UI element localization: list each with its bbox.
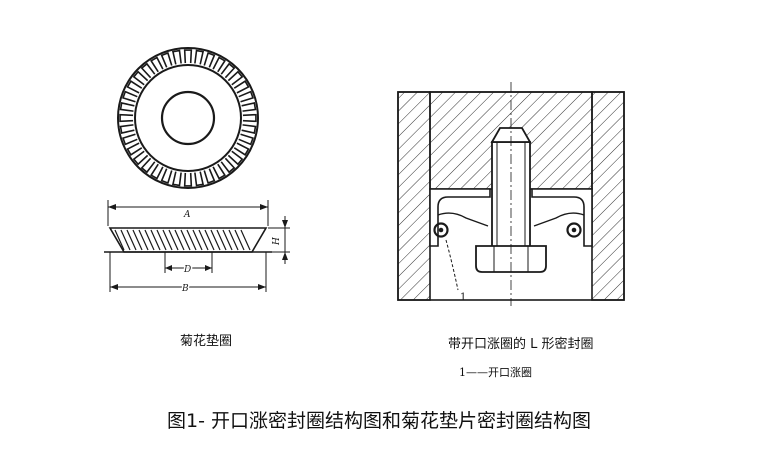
washer-teeth [119,49,257,187]
washer-tooth [242,113,257,123]
left-wall [397,91,431,301]
washer-tooth [241,124,257,135]
washer-tooth [233,80,250,94]
washer-serration [138,229,149,251]
washer-tooth [126,142,143,156]
dim-label-d: D [183,265,191,275]
figure-title: 图1- 开口涨密封圈结构图和菊花垫片密封圈结构图 [167,410,591,432]
washer-tooth [233,142,250,156]
washer-tooth [122,133,138,146]
washer-tooth [220,157,236,174]
washer-tooth [203,168,216,184]
right-wall [591,91,625,301]
washer-serration [144,229,155,251]
washer-serration [192,229,203,251]
washer-top-view [117,47,259,189]
washer-serration [222,229,233,251]
washer-tooth [227,70,244,86]
washer-side-view [104,200,290,292]
washer-outer-ring [117,47,259,189]
washer-serration [210,229,221,251]
washer-inner-ring [134,64,242,172]
washer-serrations [114,229,251,251]
washer-tooth [140,62,156,79]
washer-serration [174,229,185,251]
washer-tooth [119,113,134,123]
washer-tooth [119,124,135,135]
caption-chrysanthemum-washer: 菊花垫圈 [180,334,233,349]
parts-legend: 1——开口涨圈 [459,366,532,379]
washer-tooth [212,56,226,73]
washer-center-hole [160,90,216,146]
washer-serration [228,229,239,251]
l-seal-right [531,188,593,247]
washer-tooth [171,49,182,65]
washer-tooth [183,172,193,187]
l-seal-left [429,188,491,247]
washer-serration [216,229,227,251]
washer-serration [180,229,191,251]
washer-serration [186,229,197,251]
dim-label-h: H [272,237,282,246]
washer-serration [168,229,179,251]
washer-tooth [122,90,138,103]
washer-serration [234,229,245,251]
washer-tooth [238,133,254,146]
washer-tooth [241,101,257,112]
caption-l-seal: 带开口涨圈的 L 形密封圈 [448,337,594,352]
dim-label-a: A [183,210,191,220]
washer-tooth [160,52,173,68]
washer-tooth [140,157,156,174]
dim-label-b: B [181,284,189,294]
washer-serration [204,229,215,251]
washer-tooth [150,163,164,180]
washer-serration [150,229,161,251]
part-number-label: 1 [460,292,466,303]
washer-tooth [227,150,244,166]
expansion-ring-right [566,222,582,238]
washer-serration [162,229,173,251]
washer-tooth [126,80,143,94]
washer-tooth [203,52,216,68]
washer-tooth [194,171,205,187]
washer-serration [240,229,251,251]
washer-tooth [220,62,236,79]
washer-serration [126,229,137,251]
washer-tooth [150,56,164,73]
washer-tooth [160,168,173,184]
washer-serration [198,229,209,251]
washer-tooth [171,171,182,187]
washer-serration [120,229,131,251]
washer-serration [114,229,125,251]
washer-tooth [238,90,254,103]
washer-tooth [119,101,135,112]
washer-tooth [212,163,226,180]
seal-assembly [397,82,625,306]
expansion-ring-left [433,222,449,238]
washer-tooth [183,49,193,64]
washer-tooth [194,49,205,65]
washer-serration [156,229,167,251]
washer-tooth [132,150,149,166]
part-leader [445,239,459,291]
washer-serration [132,229,143,251]
washer-tooth [132,70,149,86]
